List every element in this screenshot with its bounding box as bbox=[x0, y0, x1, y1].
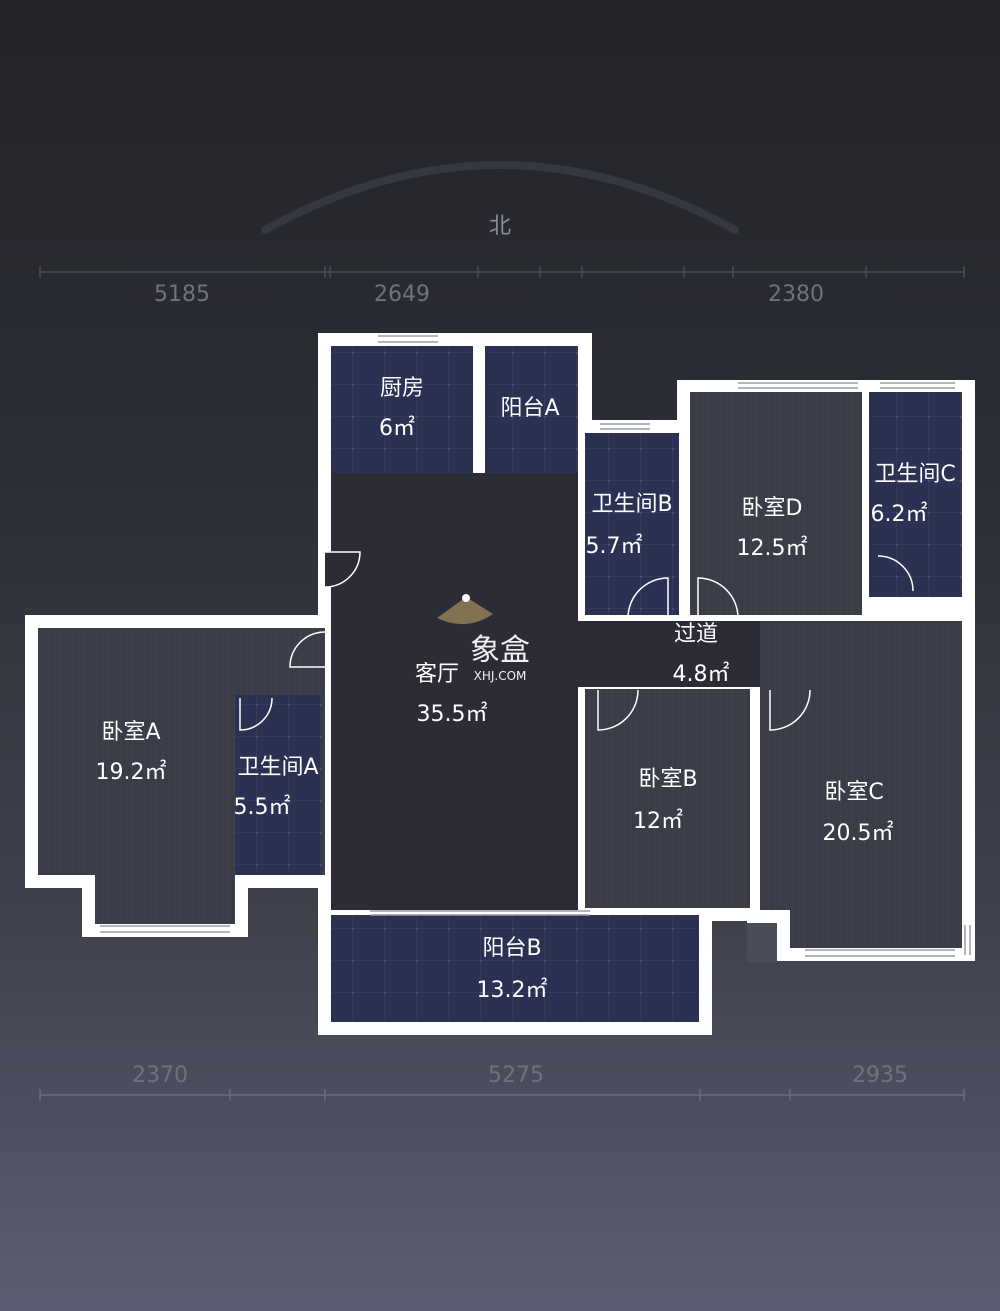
bottom-dimension: 5275 bbox=[488, 1063, 544, 1088]
outside-step bbox=[747, 923, 777, 963]
room-area: 6㎡ bbox=[379, 415, 415, 441]
room-area: 5.5㎡ bbox=[234, 794, 291, 820]
room-area: 5.7㎡ bbox=[586, 533, 643, 559]
room-bath-b[interactable] bbox=[585, 433, 679, 615]
room-name: 阳台A bbox=[500, 396, 559, 421]
bottom-dimension: 2935 bbox=[852, 1063, 908, 1088]
compass-arc bbox=[261, 161, 739, 234]
room-area: 19.2㎡ bbox=[96, 759, 167, 785]
room-name: 厨房 bbox=[380, 376, 424, 401]
room-name: 卧室B bbox=[638, 767, 697, 792]
bottom-dimension: 2370 bbox=[132, 1063, 188, 1088]
watermark-site: XHJ.COM bbox=[474, 669, 527, 683]
room-name: 阳台B bbox=[482, 936, 541, 961]
room-bath-a[interactable] bbox=[235, 695, 322, 875]
room-name: 卧室A bbox=[101, 720, 160, 745]
room-name: 客厅 bbox=[415, 662, 459, 687]
room-bedroom-b[interactable] bbox=[585, 689, 750, 908]
room-bedroom-c[interactable] bbox=[760, 621, 962, 948]
room-bath-c[interactable] bbox=[869, 392, 962, 597]
doors bbox=[239, 551, 914, 731]
room-living[interactable] bbox=[331, 473, 578, 910]
room-name: 卧室C bbox=[824, 780, 883, 805]
camera-position-icon bbox=[462, 594, 470, 602]
bottom-dimension-line bbox=[39, 1089, 965, 1101]
top-dimension: 5185 bbox=[154, 282, 210, 307]
room-area: 13.2㎡ bbox=[477, 977, 548, 1003]
top-dimension: 2380 bbox=[768, 282, 824, 307]
room-area: 12㎡ bbox=[633, 808, 683, 834]
room-name: 过道 bbox=[674, 622, 718, 647]
room-area: 35.5㎡ bbox=[417, 701, 488, 727]
camera-view-icon bbox=[437, 597, 493, 625]
room-name: 卫生间C bbox=[874, 462, 955, 487]
watermark-brand: 象盒 bbox=[470, 633, 530, 668]
room-area: 6.2㎡ bbox=[871, 501, 928, 527]
room-bedroom-a-bay bbox=[95, 870, 235, 924]
north-label: 北 bbox=[489, 214, 511, 239]
room-kitchen[interactable] bbox=[331, 346, 473, 473]
room-name: 卧室D bbox=[742, 496, 803, 521]
top-dimension: 2649 bbox=[374, 282, 430, 307]
room-area: 12.5㎡ bbox=[737, 535, 808, 561]
windows bbox=[100, 335, 971, 957]
room-balcony-b[interactable] bbox=[331, 915, 699, 1022]
room-name: 卫生间B bbox=[591, 492, 672, 517]
room-balcony-a[interactable] bbox=[485, 346, 578, 473]
room-name: 卫生间A bbox=[237, 755, 318, 780]
room-area: 20.5㎡ bbox=[823, 820, 894, 846]
room-area: 4.8㎡ bbox=[673, 661, 730, 687]
room-bedroom-d[interactable] bbox=[690, 392, 862, 615]
top-dimension-line bbox=[39, 266, 965, 278]
